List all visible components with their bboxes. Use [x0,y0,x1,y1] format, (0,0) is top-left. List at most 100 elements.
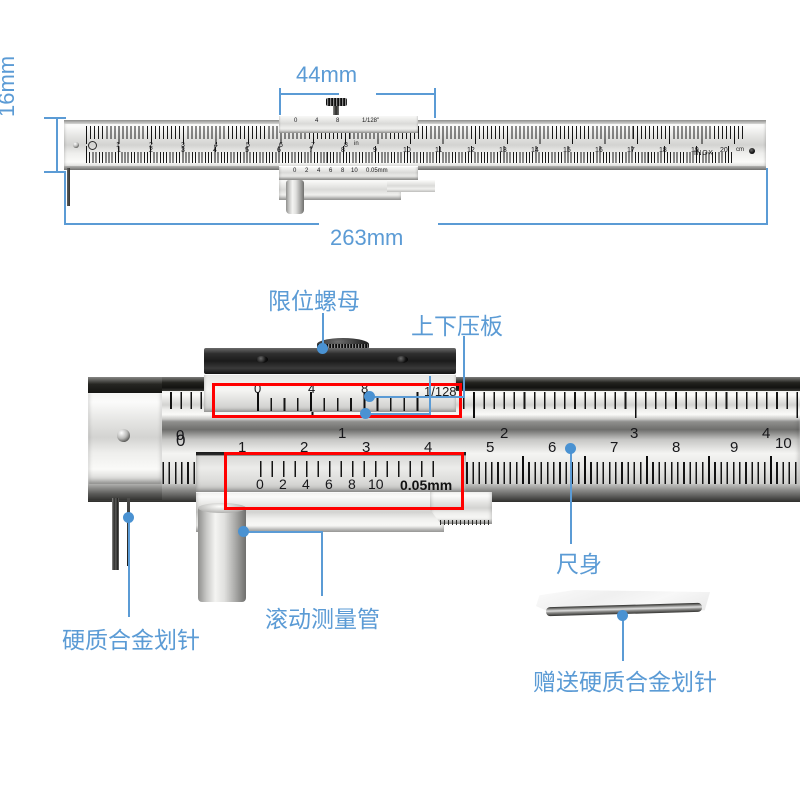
top-cm-num: 3 [181,147,185,154]
detail-inch-num: 3 [630,425,639,442]
top-cm-unit: cm [736,147,744,153]
top-view-inch-major-ticks [86,126,746,144]
top-inch-num: 4 [214,142,218,149]
top-view-slider-skirt [279,180,401,200]
dimension-slider-width-label: 44mm [296,62,358,87]
detail-cm-num: 5 [486,439,495,456]
callout-vernier-imperial-line-v [429,376,431,415]
top-inch-num: 8 [344,142,348,149]
callout-ruler-body-label: 尺身 [556,552,602,578]
detail-plate-hole-left [256,356,268,363]
highlight-box-imperial-vernier [212,383,462,418]
top-vernier-met-tick: 8 [341,168,345,174]
callout-rolling-tube-label: 滚动测量管 [265,607,380,633]
callout-carbide-scriber-line [128,517,130,617]
callout-ruler-body-line [570,449,572,544]
top-vernier-met-tick: 2 [305,168,309,174]
callout-press-plate-line-h [369,396,465,398]
top-inch-num: 2 [149,142,153,149]
top-cm-num: 11 [435,147,443,154]
detail-inch-num: 0 [176,427,185,444]
top-cm-num: 6 [277,147,281,154]
top-cm-num: 13 [499,147,507,154]
top-inch-num: 6 [279,142,283,149]
top-view-rolling-tube [286,180,304,214]
top-cm-num: 14 [531,147,539,154]
callout-press-plate-dot [364,391,375,402]
top-vernier-imperial-label: 1/128" [362,118,380,124]
top-inch-num: 5 [246,142,250,149]
detail-plate-hole-right [396,356,408,363]
top-view-cm-numerals: 1 2 3 4 5 6 7 8 9 10 11 12 13 14 15 16 1… [64,120,766,170]
top-cm-num: 19 [691,147,699,154]
top-cm-num: 7 [309,147,313,154]
detail-cm-num: 3 [362,439,371,456]
dim-tick-bottom [44,171,66,173]
detail-cm-num: 7 [610,439,619,456]
top-view-slider-assembly: 0 4 8 1/128" 0 2 4 6 8 10 0.05mm [279,98,436,214]
callout-ruler-body-dot [565,443,576,454]
top-cm-num: 20 [720,147,728,154]
dim-ext-left [64,171,66,225]
callout-vernier-imperial-line-h [371,413,431,415]
top-cm-num: 16 [595,147,603,154]
detail-slider-assembly: 0 4 8 1/128" 0 2 4 6 8 10 0.05mm [196,330,492,602]
dim-ext-right [766,168,768,225]
top-vernier-imp-tick: 8 [336,118,340,124]
dim-tick-right [434,88,436,118]
top-vernier-imp-tick: 0 [294,118,298,124]
top-vernier-met-tick: 0 [293,168,297,174]
detail-beam-left-top-rail [88,377,162,393]
top-vernier-met-tick: 6 [329,168,333,174]
detail-rolling-tube [198,506,246,602]
beam-rivet [73,142,79,148]
callout-carbide-scriber-label: 硬质合金划针 [62,628,200,654]
top-view-nut-stem [333,106,339,115]
inox-brand-stamp: INOX [694,150,714,157]
beam-zero-mark [88,141,97,150]
detail-vernier-met-tick: 0 [256,476,264,492]
detail-beam-left-lip [88,484,162,500]
detail-press-plate-upper [204,348,456,374]
top-view-limit-nut[interactable] [326,98,347,106]
top-cm-num: 4 [213,147,217,154]
dim-tick-left [279,88,281,118]
detail-cm-num: 8 [672,439,681,456]
detail-cm-num: 1 [238,439,247,456]
detail-cm-num: 4 [424,439,433,456]
top-cm-num: 18 [659,147,667,154]
detail-cm-num: 9 [730,439,739,456]
detail-cm-num: 6 [548,439,557,456]
detail-vernier-met-tick: 8 [348,476,356,492]
callout-limit-nut-dot [317,343,328,354]
callout-rolling-tube-line-h [243,531,323,533]
callout-bonus-scriber-dot [617,610,628,621]
dimension-height-label: 16mm [0,55,19,117]
top-vernier-met-tick: 10 [351,168,358,174]
detail-vernier-imperial-label: 1/128" [424,384,462,399]
detail-carbide-scriber [112,498,119,570]
top-vernier-imp-tick: 4 [315,118,319,124]
top-view-slider-body [279,166,418,180]
detail-inch-num: 4 [762,425,771,442]
top-view-slider-nose [387,180,435,192]
callout-limit-nut-line [322,313,324,349]
detail-cm-num: 0 [176,431,186,450]
top-inch-num: 1 [116,142,120,149]
detail-inch-num: 1 [338,425,347,442]
top-view-slider-plate [279,115,418,133]
callout-limit-nut-label: 限位螺母 [268,289,360,315]
detail-vernier-met-tick: 10 [368,476,384,492]
top-cm-num: 17 [627,147,635,154]
detail-vernier-met-tick: 6 [325,476,333,492]
top-view-cm-major-ticks [86,146,734,163]
top-vernier-metric-label: 0.05mm [366,168,388,174]
detail-vernier-imp-tick: 8 [361,381,369,396]
top-inch-num: 3 [181,142,185,149]
callout-vernier-imperial-dot [360,408,371,419]
top-cm-num: 15 [563,147,571,154]
top-cm-num: 9 [373,147,377,154]
callout-bonus-scriber-label: 赠送硬质合金划针 [533,670,717,696]
detail-inch-num: 2 [500,425,509,442]
